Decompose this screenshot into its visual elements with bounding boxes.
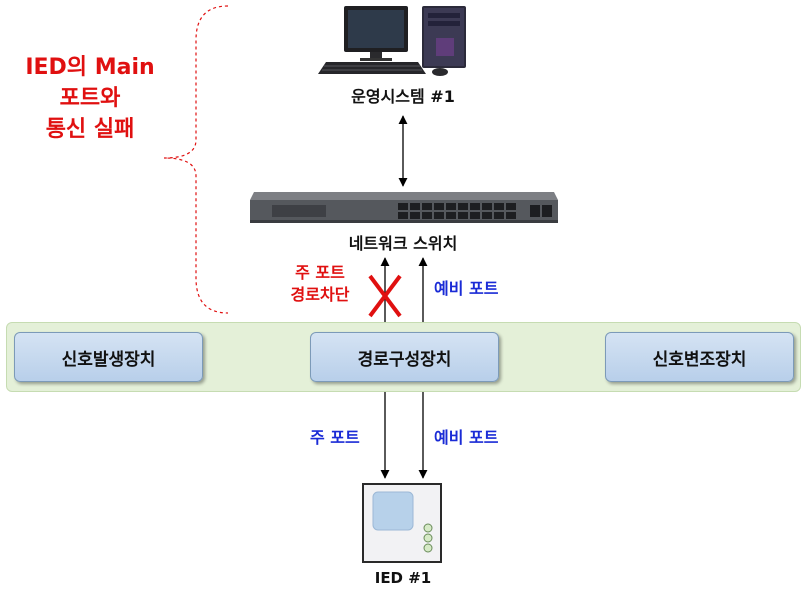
operation-system-label: 운영시스템 #1 bbox=[351, 87, 455, 106]
ied-device-icon bbox=[362, 483, 442, 563]
path-config-box: 경로구성장치 bbox=[310, 332, 499, 382]
ied-label: IED #1 bbox=[374, 569, 432, 587]
main-port-blocked-line-2: 경로차단 bbox=[290, 285, 350, 304]
computer-icon bbox=[318, 6, 466, 76]
left-note-line-1: IED의 Main bbox=[25, 55, 155, 80]
main-port-lower-label: 주 포트 bbox=[310, 428, 360, 447]
main-port-blocked-line-1: 주 포트 bbox=[295, 263, 345, 282]
network-switch-icon bbox=[250, 192, 558, 223]
signal-modulator-box: 신호변조장치 bbox=[605, 332, 794, 382]
left-note-line-3: 통신 실패 bbox=[45, 117, 135, 142]
left-note: IED의 Main 포트와 통신 실패 bbox=[10, 52, 170, 145]
red-dashed-brace bbox=[163, 5, 229, 314]
left-note-line-2: 포트와 bbox=[59, 86, 121, 111]
blocked-x-mark bbox=[368, 274, 402, 318]
spare-port-upper-label: 예비 포트 bbox=[434, 279, 499, 298]
signal-generator-box: 신호발생장치 bbox=[14, 332, 203, 382]
main-port-blocked-label: 주 포트 경로차단 bbox=[270, 262, 370, 306]
network-switch-label: 네트워크 스위치 bbox=[348, 234, 458, 253]
spare-port-lower-label: 예비 포트 bbox=[434, 428, 499, 447]
